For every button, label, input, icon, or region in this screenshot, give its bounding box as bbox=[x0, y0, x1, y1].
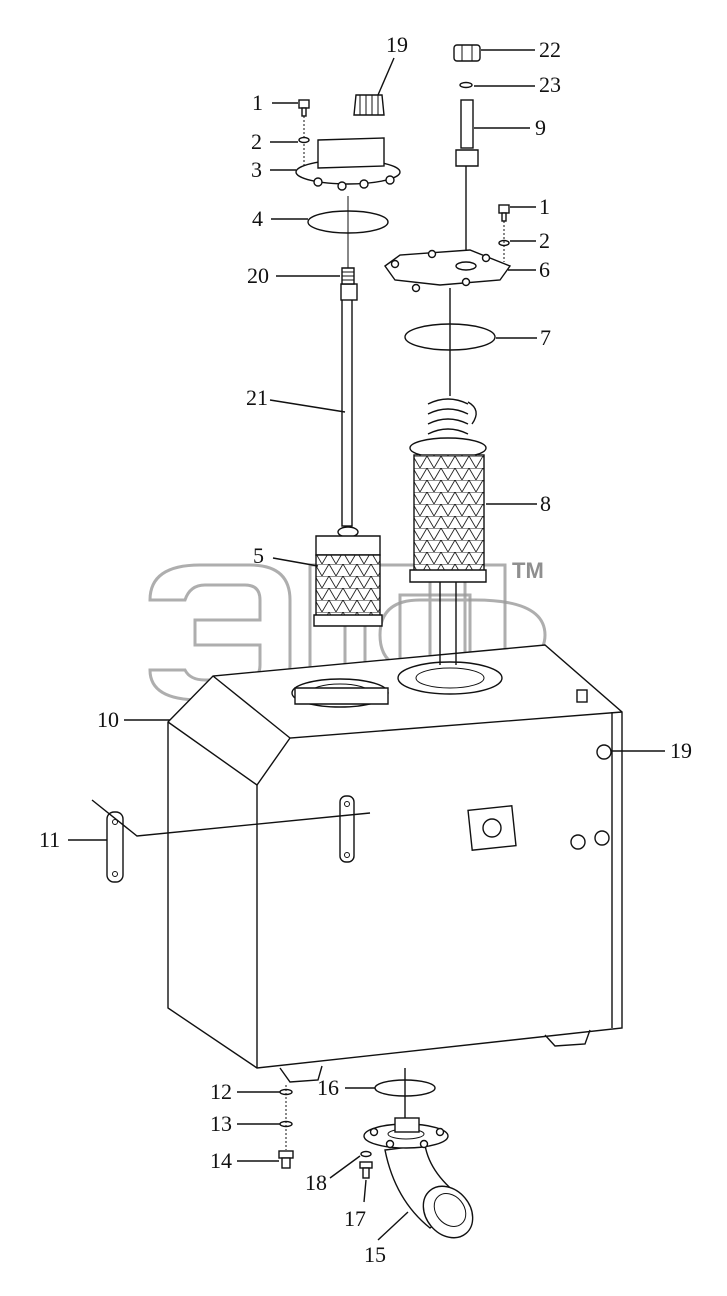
label-22: 22 bbox=[539, 37, 561, 62]
label-13: 13 bbox=[210, 1111, 232, 1136]
filter-element-8 bbox=[409, 398, 487, 665]
label-1-left: 1 bbox=[252, 90, 263, 115]
label-1-right: 1 bbox=[539, 194, 550, 219]
screw-1-left bbox=[298, 99, 310, 168]
tank-body bbox=[167, 644, 623, 1083]
label-2-left: 2 bbox=[251, 129, 262, 154]
elbow-pipe-15 bbox=[359, 1117, 474, 1239]
label-6: 6 bbox=[539, 257, 550, 282]
label-17: 17 bbox=[344, 1206, 366, 1231]
cover-3 bbox=[295, 94, 401, 191]
label-3: 3 bbox=[251, 157, 262, 182]
label-14: 14 bbox=[210, 1148, 232, 1173]
label-20: 20 bbox=[247, 263, 269, 288]
label-8: 8 bbox=[540, 491, 551, 516]
slot-plate-11 bbox=[106, 811, 124, 883]
valve-assembly bbox=[453, 44, 481, 258]
label-19-top: 19 bbox=[386, 32, 408, 57]
label-18: 18 bbox=[305, 1170, 327, 1195]
label-21: 21 bbox=[246, 385, 268, 410]
label-4: 4 bbox=[252, 206, 263, 231]
label-9: 9 bbox=[535, 115, 546, 140]
label-23: 23 bbox=[539, 72, 561, 97]
drain-parts bbox=[278, 1068, 436, 1169]
cover-6 bbox=[384, 204, 512, 293]
trademark-symbol: TM bbox=[512, 558, 544, 583]
label-5: 5 bbox=[253, 543, 264, 568]
label-7: 7 bbox=[540, 325, 551, 350]
label-19-side: 19 bbox=[670, 738, 692, 763]
label-16: 16 bbox=[317, 1075, 339, 1100]
leader-lines bbox=[68, 49, 665, 1241]
part-labels: 1 2 3 4 20 21 5 19 22 23 9 1 2 6 7 8 10 … bbox=[39, 32, 692, 1267]
label-2-right: 2 bbox=[539, 228, 550, 253]
label-15: 15 bbox=[364, 1242, 386, 1267]
label-12: 12 bbox=[210, 1079, 232, 1104]
filter-element-5 bbox=[313, 267, 383, 627]
label-10: 10 bbox=[97, 707, 119, 732]
label-11: 11 bbox=[39, 827, 60, 852]
